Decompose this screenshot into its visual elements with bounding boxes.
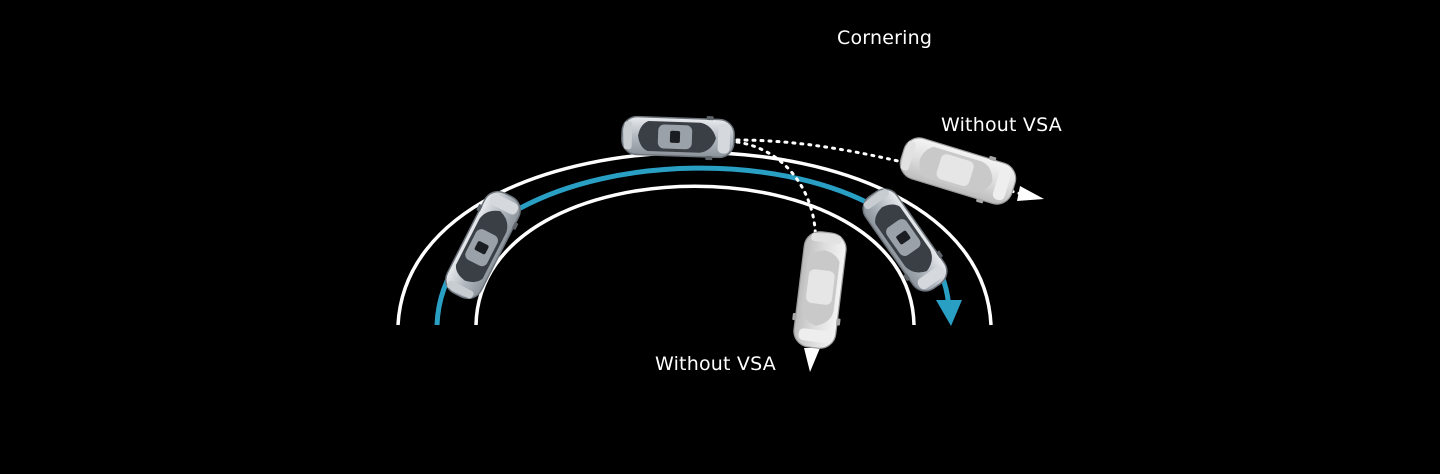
understeer-arrowhead (1017, 186, 1044, 201)
ghost-car-oversteer-icon (788, 228, 852, 352)
without-vsa-label-understeer: Without VSA (941, 114, 1062, 136)
ghost-car-understeer-icon (894, 130, 1022, 212)
without-vsa-label-oversteer: Without VSA (655, 353, 776, 375)
road-inner-edge (474, 184, 916, 326)
oversteer-arrowhead (804, 348, 820, 372)
oversteer-trajectory (735, 140, 818, 342)
vsa-path-arrowhead (936, 300, 962, 326)
diagram-title: Cornering (837, 27, 933, 49)
car-apex-icon (620, 112, 736, 162)
vsa-path (434, 165, 952, 326)
